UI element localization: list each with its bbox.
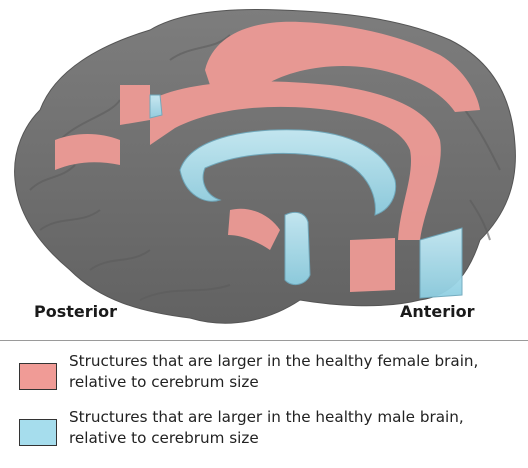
female-swatch xyxy=(19,363,57,390)
occipital-sliver xyxy=(150,95,162,118)
amygdala-tube xyxy=(285,212,310,284)
legend-text-female: Structures that are larger in the health… xyxy=(69,351,524,393)
legend-item-male: Structures that are larger in the health… xyxy=(19,407,524,459)
brain-figure: Posterior Anterior xyxy=(0,0,528,336)
posterior-label: Posterior xyxy=(34,302,117,321)
anterior-temporal-block xyxy=(420,228,462,298)
anterior-label: Anterior xyxy=(400,302,475,321)
orbitofrontal-block xyxy=(350,238,395,292)
parietal-patch xyxy=(120,85,150,125)
male-swatch xyxy=(19,419,57,446)
brain-illustration xyxy=(0,0,528,336)
legend-item-female: Structures that are larger in the health… xyxy=(19,351,524,403)
legend-text-male: Structures that are larger in the health… xyxy=(69,407,524,449)
divider xyxy=(0,340,528,341)
